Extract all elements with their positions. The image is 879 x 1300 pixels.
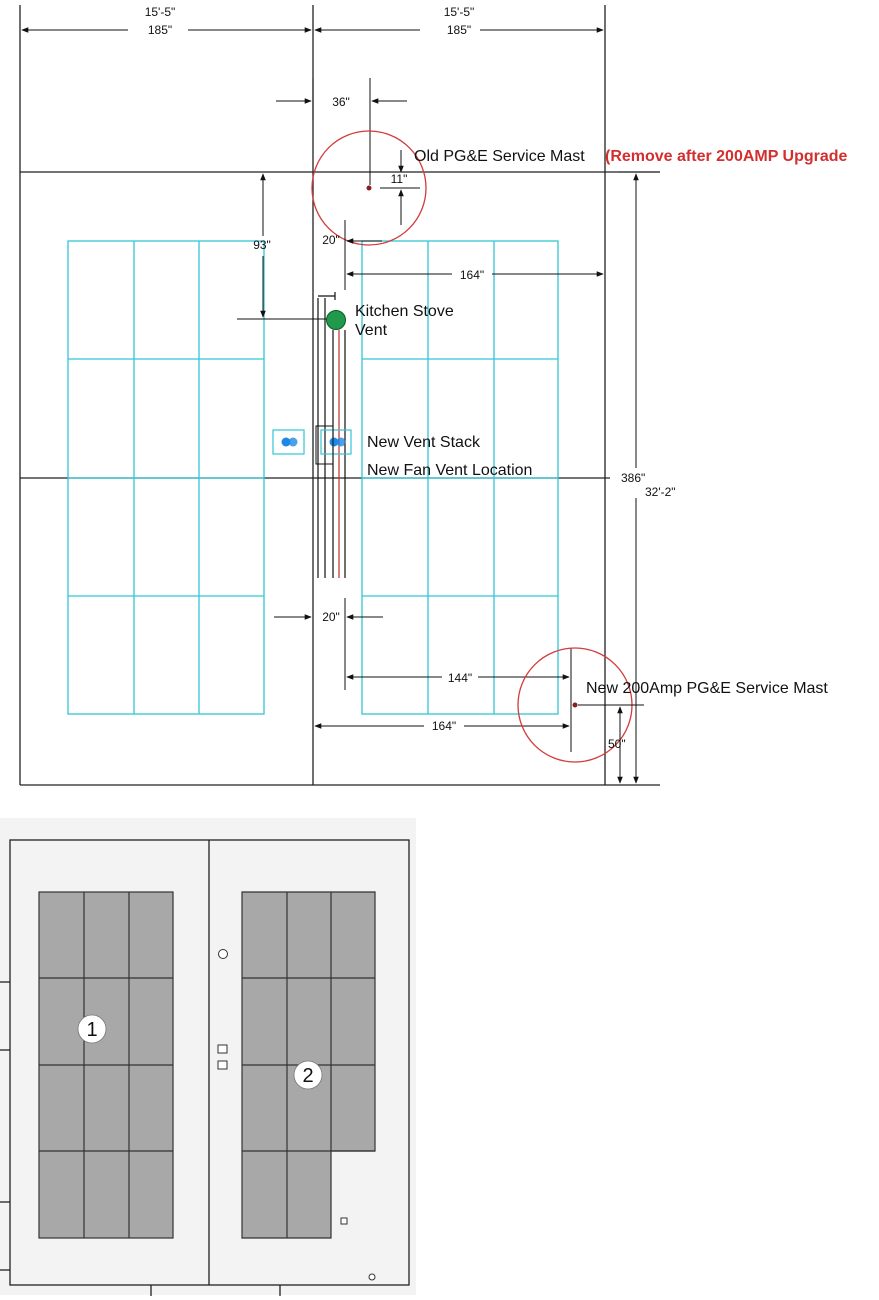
dim-width-164-top: 164" xyxy=(460,268,484,282)
dim-gap-top: 20" xyxy=(322,233,340,247)
remove-note: (Remove after 200AMP Upgrade xyxy=(605,148,848,165)
new-mast-label: New 200Amp PG&E Service Mast xyxy=(586,680,828,697)
layout-vent-box-icon xyxy=(217,1044,228,1054)
dim-gap-bottom: 20" xyxy=(322,610,340,624)
layout-vent-box-icon xyxy=(217,1060,228,1070)
new-mast-dot xyxy=(572,702,578,708)
array-2-label: 2 xyxy=(302,1065,313,1087)
array-1-panels xyxy=(38,891,174,1239)
array-1-badge xyxy=(77,1014,107,1044)
array-1-label: 1 xyxy=(86,1019,97,1041)
dimension-plan: 15'-5" 185" 15'-5" 185" 36" xyxy=(19,5,848,786)
dim-top-right-in: 185" xyxy=(447,23,471,37)
vent-pipes xyxy=(317,292,346,578)
dim-width-164-bottom: 164" xyxy=(432,719,456,733)
width-144-dim xyxy=(346,648,572,752)
dim-mast-50: 50" xyxy=(608,737,626,751)
fan-vent-label: New Fan Vent Location xyxy=(367,462,532,479)
vent-stack-label: New Vent Stack xyxy=(367,434,481,451)
gap-top-dim xyxy=(344,220,382,258)
dim-height-386: 386" xyxy=(621,471,645,485)
array-layout: 1 2 xyxy=(0,818,416,1296)
dim-mast-offset: 36" xyxy=(332,95,350,109)
dim-height-ft: 32'-2" xyxy=(645,485,676,499)
old-mast-circle xyxy=(311,130,427,246)
building-outline xyxy=(19,5,660,786)
layout-mast-box-icon xyxy=(340,1217,348,1225)
dim-setback-93: 93" xyxy=(253,238,271,252)
dim-top-right-ft: 15'-5" xyxy=(444,5,475,19)
right-panel-grid xyxy=(361,240,559,715)
kitchen-stove-vent-icon xyxy=(326,310,346,330)
array-2-badge xyxy=(293,1060,323,1090)
dim-top-left-ft: 15'-5" xyxy=(145,5,176,19)
layout-outline xyxy=(0,839,410,1296)
left-panel-grid xyxy=(67,240,265,715)
dim-mast-small: 11" xyxy=(391,172,408,186)
old-mast-label: Old PG&E Service Mast xyxy=(414,148,585,165)
vent-stack-right xyxy=(315,425,352,465)
dim-top-left-in: 185" xyxy=(148,23,172,37)
old-mast-dot xyxy=(366,185,372,191)
vent-stack-left xyxy=(272,429,305,455)
mast-small-dim xyxy=(380,150,420,225)
kitchen-vent-label-2: Vent xyxy=(355,322,388,339)
layout-vent-circle-icon xyxy=(218,949,228,959)
layout-mast-circle-icon xyxy=(368,1273,376,1281)
setback-dim xyxy=(237,173,330,320)
dim-width-144: 144" xyxy=(448,671,472,685)
mast-50-dim xyxy=(578,704,644,784)
gap-bottom-dim xyxy=(274,598,383,690)
kitchen-vent-label-1: Kitchen Stove xyxy=(355,303,454,320)
